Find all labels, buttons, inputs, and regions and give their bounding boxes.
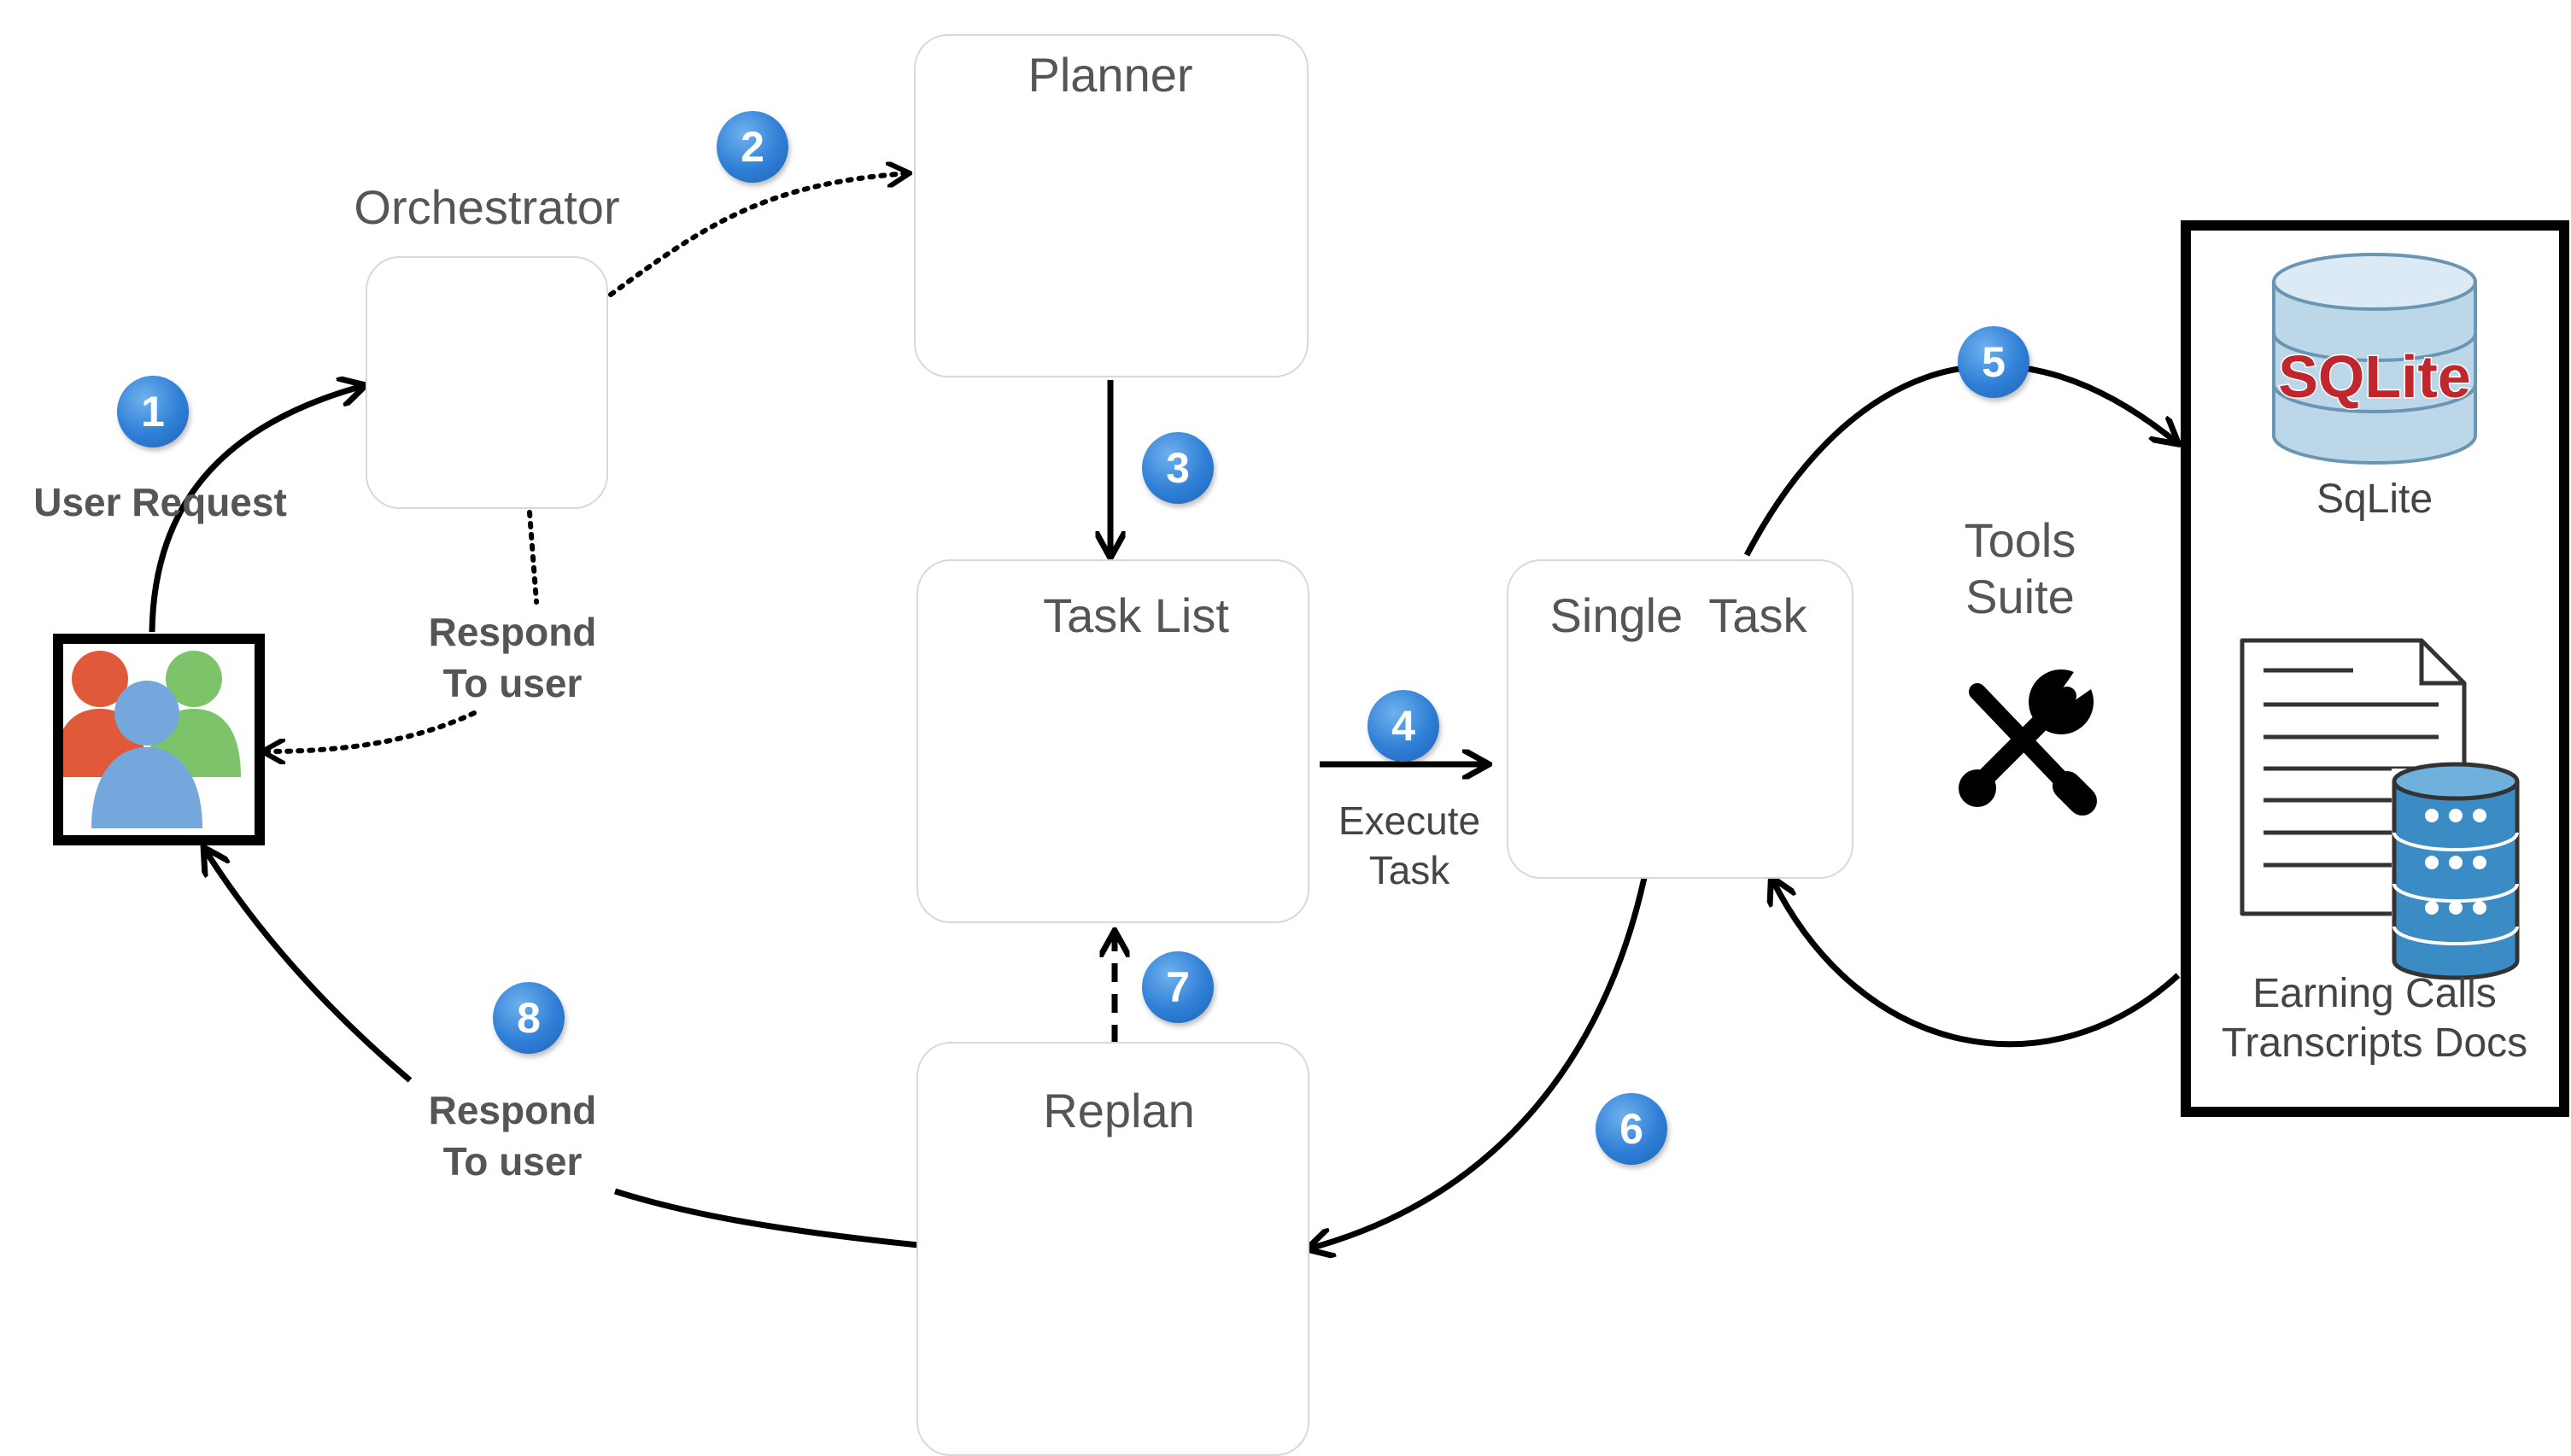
respond-dotted-left: [265, 710, 477, 751]
earning-calls-label-2: Transcripts Docs: [2221, 1020, 2528, 1066]
single-task-title: Single Task: [1549, 588, 1807, 642]
step-badge-3: 3: [1142, 432, 1214, 504]
users-group-icon: [53, 651, 241, 828]
step-badge-6: 6: [1596, 1093, 1667, 1165]
tools-suite-title-1: Tools: [1964, 513, 2076, 567]
arrow-6: [1309, 877, 1648, 1248]
orchestrator-card: [366, 256, 608, 509]
arrow-8-end: [205, 850, 413, 1083]
planner-title: Planner: [1028, 48, 1193, 102]
database-icon: [2272, 253, 2477, 465]
earning-calls-label-1: Earning Calls: [2252, 971, 2497, 1016]
step-badge-5: 5: [1958, 326, 2029, 398]
tools-suite-title-2: Suite: [1965, 570, 2075, 623]
respond-to-user-1-line1: Respond: [428, 610, 597, 654]
arrow-1: [149, 386, 363, 633]
task-list-title: Task List: [1043, 588, 1229, 642]
step-badge-2: 2: [717, 111, 788, 183]
user-request-label: User Request: [33, 480, 287, 524]
sqlite-logo-text: SQLite: [2278, 343, 2471, 410]
step-badge-4: 4: [1367, 690, 1439, 762]
arrow-2: [608, 173, 907, 297]
execute-task-label-1: Execute: [1338, 798, 1481, 843]
replan-title: Replan: [1043, 1084, 1195, 1137]
orchestrator-title: Orchestrator: [354, 180, 620, 234]
single-task-card: [1507, 559, 1854, 879]
execute-task-label-2: Task: [1368, 848, 1450, 892]
planner-card: [914, 34, 1309, 377]
data-sources-box: [2181, 220, 2569, 1117]
step-badge-1: 1: [117, 376, 189, 447]
respond-dotted-down: [527, 510, 539, 605]
document-database-icon: [2240, 638, 2520, 980]
respond-to-user-2-line1: Respond: [428, 1088, 597, 1132]
arrow-5: [1743, 363, 2176, 557]
respond-to-user-2-line2: To user: [442, 1139, 583, 1184]
arrow-5-return: [1772, 880, 2181, 1048]
tools-icon: [1959, 669, 2097, 816]
step-badge-7: 7: [1142, 951, 1214, 1023]
user-box: [53, 634, 265, 845]
step-badge-8: 8: [493, 982, 565, 1054]
respond-to-user-1-line2: To user: [442, 661, 583, 705]
task-list-card: [917, 559, 1309, 923]
replan-card: [917, 1042, 1309, 1456]
arrow-8: [613, 1188, 919, 1248]
sqlite-label: SqLite: [2316, 477, 2433, 522]
